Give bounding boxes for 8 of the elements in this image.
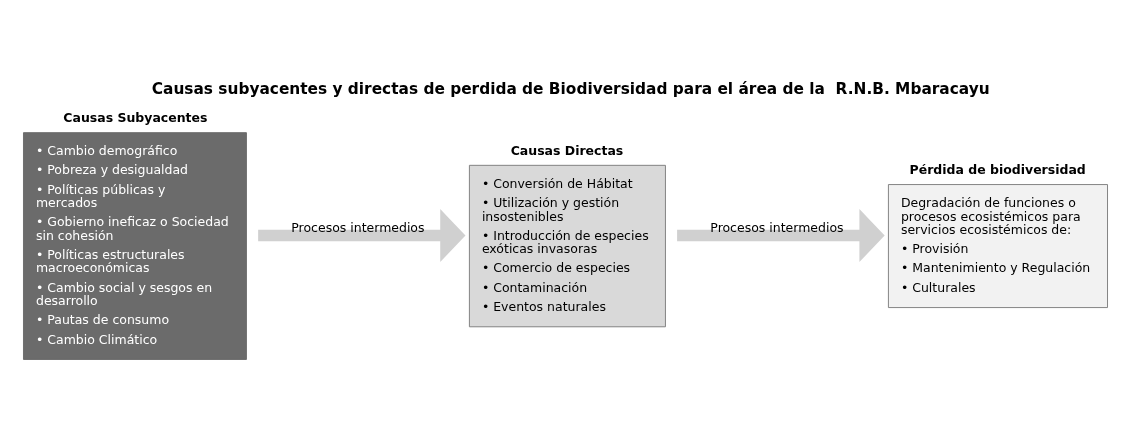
diagram-title: Causas subyacentes y directas de perdida de Biodiversidad para el área de la R.N.B. Mbaracayu [151, 79, 990, 98]
edge-label: Procesos intermedios [291, 219, 425, 235]
arrow [677, 208, 885, 262]
node-label: Causas Subyacentes [63, 109, 208, 125]
arrow [258, 208, 466, 262]
edge-label: Procesos intermedios [710, 219, 844, 235]
node-label: Pérdida de biodiversidad [909, 161, 1086, 177]
node-label: Causas Directas [510, 142, 624, 158]
